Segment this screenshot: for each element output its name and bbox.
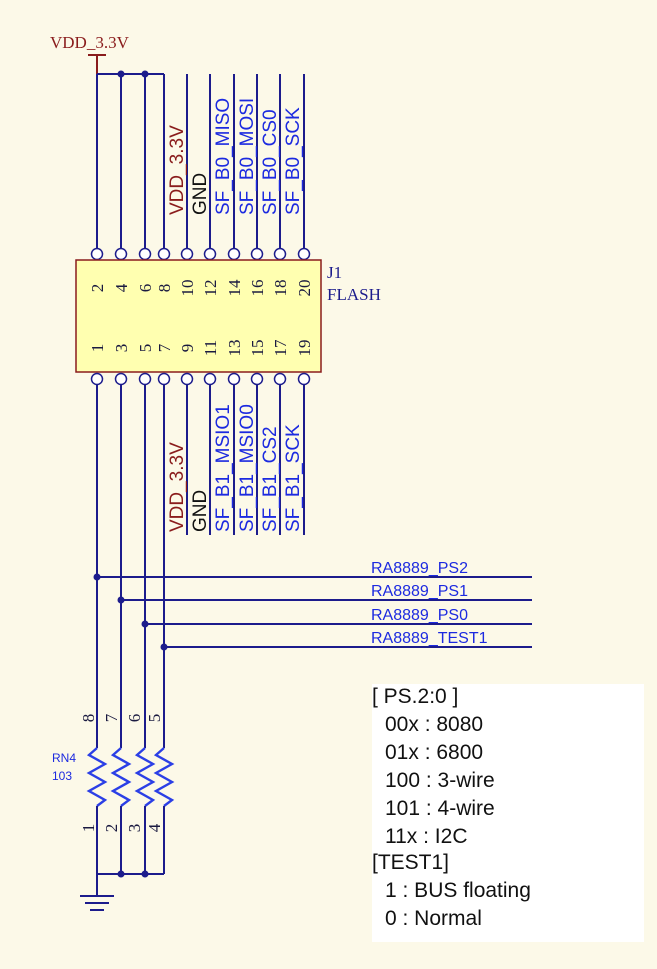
pin-number: 14 <box>225 279 244 297</box>
pin-number: 17 <box>271 339 290 357</box>
note-line: 1 : BUS floating <box>385 879 531 902</box>
pin-number: 11 <box>201 340 220 356</box>
top-label-miso: SF_B0_MISO <box>213 98 234 215</box>
pin-number: 3 <box>125 824 144 833</box>
bottom-label-cs2: SF_B1_CS2 <box>260 426 281 532</box>
net-label-ps2: RA8889_PS2 <box>371 560 468 577</box>
note-line: 0 : Normal <box>385 907 482 930</box>
pin-number: 8 <box>155 284 174 293</box>
pin-number: 4 <box>112 283 131 292</box>
pin-number: 3 <box>112 344 131 353</box>
pin-number: 8 <box>79 714 98 723</box>
ground-icon <box>80 874 114 911</box>
pin-number: 18 <box>271 280 290 297</box>
pin-number: 2 <box>102 824 121 833</box>
net-wires <box>93 573 532 651</box>
pin-number: 6 <box>136 284 155 293</box>
bottom-net-labels: VDD_3.3V GND SF_B1_MSIO1 SF_B1_MSIO0 SF_… <box>167 404 304 532</box>
top-label-gnd: GND <box>190 173 211 215</box>
pin-number: 1 <box>79 824 98 833</box>
note-line: 11x : I2C <box>385 825 467 848</box>
resistor-value: 103 <box>52 769 72 783</box>
bottom-label-msio0: SF_B1_MSIO0 <box>237 404 258 532</box>
pin-number: 6 <box>125 714 144 723</box>
note-line: [ PS.2:0 ] <box>372 685 458 708</box>
top-pin-wires <box>96 74 305 248</box>
connector-value: FLASH <box>327 285 381 304</box>
ps-wires <box>96 385 165 748</box>
note-box <box>372 684 644 942</box>
top-label-mosi: SF_B0_MOSI <box>237 98 258 215</box>
net-label-test1: RA8889_TEST1 <box>371 630 488 647</box>
note-line: 00x : 8080 <box>385 713 483 736</box>
pin-number: 7 <box>102 713 121 722</box>
pin-number: 10 <box>178 280 197 297</box>
note-line: 100 : 3-wire <box>385 769 495 792</box>
resistor-element <box>110 747 132 807</box>
resistor-designator: RN4 <box>52 751 76 765</box>
net-label-ps1: RA8889_PS1 <box>371 583 468 600</box>
pin-number: 13 <box>225 340 244 357</box>
note-line: 101 : 4-wire <box>385 797 495 820</box>
bottom-pin-circles <box>90 372 311 386</box>
power-label: VDD_3.3V <box>50 33 130 52</box>
bottom-label-msio1: SF_B1_MSIO1 <box>213 404 234 532</box>
note-line: [TEST1] <box>372 851 449 874</box>
pin-number: 12 <box>201 280 220 297</box>
bottom-pin-wires <box>186 385 305 535</box>
pin-number: 4 <box>145 823 164 832</box>
pin-number: 19 <box>295 340 314 357</box>
pin-number: 15 <box>248 340 267 357</box>
power-symbol: VDD_3.3V <box>50 33 130 74</box>
top-label-sck: SF_B0_SCK <box>283 107 304 215</box>
top-label-cs0: SF_B0_CS0 <box>260 109 281 215</box>
pin-number: 5 <box>136 344 155 353</box>
pin-number: 20 <box>295 280 314 297</box>
pin-number: 1 <box>88 344 107 353</box>
pin-number: 7 <box>155 343 174 352</box>
connector-body <box>75 259 322 373</box>
top-pin-numbers: 2 4 6 8 10 12 14 16 18 20 <box>88 279 314 297</box>
top-pin-circles <box>90 247 311 261</box>
note-line: 01x : 6800 <box>385 741 483 764</box>
bottom-label-sck: SF_B1_SCK <box>283 424 304 532</box>
net-label-ps0: RA8889_PS0 <box>371 607 468 624</box>
top-label-vdd: VDD_3.3V <box>167 125 188 215</box>
bottom-label-gnd: GND <box>190 490 211 532</box>
net-labels: RA8889_PS2 RA8889_PS1 RA8889_PS0 RA8889_… <box>371 560 488 647</box>
bottom-pin-numbers: 1 3 5 7 9 11 13 15 17 19 <box>88 339 314 357</box>
resistor-network: RN4 103 8 7 6 5 1 2 3 4 <box>52 713 175 878</box>
bottom-label-vdd: VDD_3.3V <box>167 442 188 532</box>
connector-designator: J1 <box>327 263 342 282</box>
pin-number: 2 <box>88 284 107 293</box>
note-text: [ PS.2:0 ] 00x : 8080 01x : 6800 100 : 3… <box>372 685 531 930</box>
resistor-element <box>153 747 175 807</box>
pin-number: 16 <box>248 280 267 297</box>
pin-number: 9 <box>178 344 197 353</box>
pin-number: 5 <box>145 714 164 723</box>
resistor-element <box>134 747 156 807</box>
top-net-labels: VDD_3.3V GND SF_B0_MISO SF_B0_MOSI SF_B0… <box>167 98 304 215</box>
resistor-element <box>86 747 108 807</box>
